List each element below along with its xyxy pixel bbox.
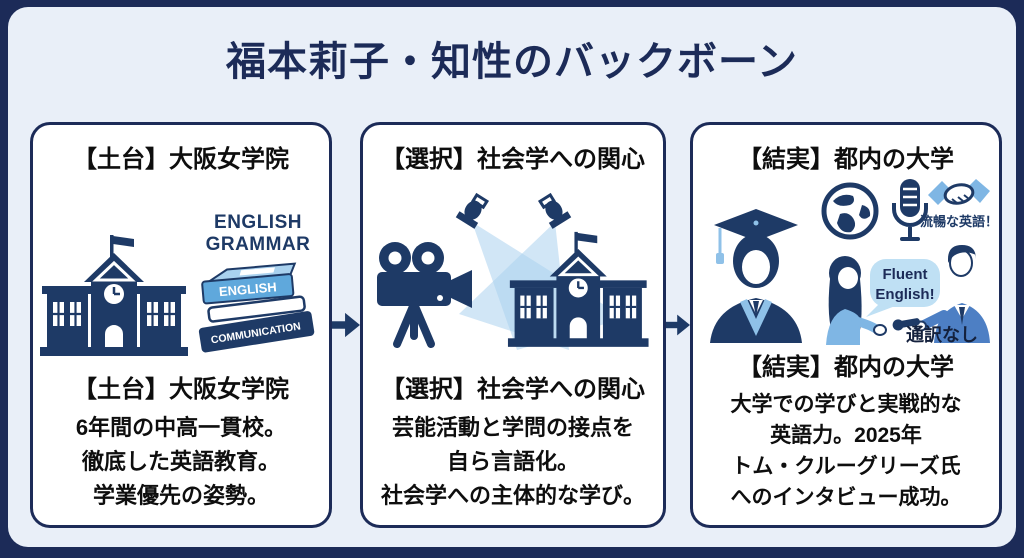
interviewer-man-icon [892,244,990,343]
panel-fruition-icons: 流暢な英語！ Fluent Eng [699,174,993,345]
handshake-icon [928,178,990,205]
body-line: 芸能活動と学問の接点を [391,415,634,440]
school-building-small-icon [507,231,649,347]
panel-choice-subheader: 【選択】社会学への関心 [381,376,645,403]
arrow-cell-1 [332,122,360,528]
globe-icon [821,182,879,239]
panel-foundation-body: 6年間の中高一貫校。 徹底した英語教育。 学業優先の姿勢。 [76,411,286,513]
graduate-icon [710,208,802,343]
panel-choice-header: 【選択】社会学への関心 [381,146,645,173]
body-line: 徹底した英語教育。 [81,449,280,474]
spotlight-left-icon [455,192,490,229]
panel-choice-body: 芸能活動と学問の接点を 自ら言語化。 社会学への主体的な学び。 [381,411,645,513]
body-line: へのインタビュー成功。 [730,486,962,509]
panel-fruition-body: 大学での学びと実戦的な 英語力。2025年 トム・クルーグリーズ氏 へのインタビ… [731,389,962,513]
book-english-label: ENGLISH [218,279,277,299]
panels-row: 【土台】大阪女学院 [30,122,1002,528]
right-arrow-icon [332,312,360,338]
panel-choice-icons [369,174,657,367]
bubble-line-1: Fluent [883,266,928,283]
microphone-icon [892,178,928,241]
panel-fruition-header: 【結実】都内の大学 [738,146,954,173]
body-line: 6年間の中高一貫校。 [75,415,287,440]
panel-fruition-subheader: 【結実】都内の大学 [738,354,954,381]
infographic-canvas: 福本莉子・知性のバックボーン 【土台】大阪女学院 [8,7,1016,547]
panel-foundation-header: 【土台】大阪女学院 [73,146,289,173]
university-success-scene: 流暢な英語！ Fluent Eng [710,178,992,345]
interviewee-woman-icon [826,255,887,345]
panel-foundation: 【土台】大阪女学院 [30,122,332,528]
bubble-line-2: English! [875,286,934,303]
speech-bubble-icon: Fluent English! [866,258,940,317]
body-line: 学業優先の姿勢。 [92,483,269,508]
school-building-icon [40,235,188,356]
page-title: 福本莉子・知性のバックボーン [226,40,798,84]
panel-foundation-icons: ENGLISH GRAMMAR COMMUNICATION [39,174,323,367]
spotlight-right-icon [537,192,572,229]
arrow-cell-2 [666,122,690,528]
panel-fruition: 【結実】都内の大学 [690,122,1002,528]
body-line: トム・クルーグリーズ氏 [731,455,961,478]
no-interpreter-label: 通訳なし [906,324,978,345]
body-line: 社会学への主体的な学び。 [380,483,645,508]
fluent-english-jp-label: 流暢な英語！ [920,214,992,229]
right-arrow-icon [666,314,690,336]
body-line: 英語力。2025年 [770,424,922,447]
body-line: 大学での学びと実戦的な [730,393,962,416]
panel-foundation-subheader: 【土台】大阪女学院 [73,376,289,403]
english-books-group: ENGLISH GRAMMAR COMMUNICATION [193,212,323,359]
english-books-icon: COMMUNICATION ENGLISH [198,262,315,353]
panel-choice: 【選択】社会学への関心 [360,122,666,528]
movie-camera-icon [377,241,472,348]
body-line: 自ら言語化。 [446,449,579,474]
film-and-school-scene [377,192,649,350]
english-grammar-caption: ENGLISH GRAMMAR [205,212,311,255]
